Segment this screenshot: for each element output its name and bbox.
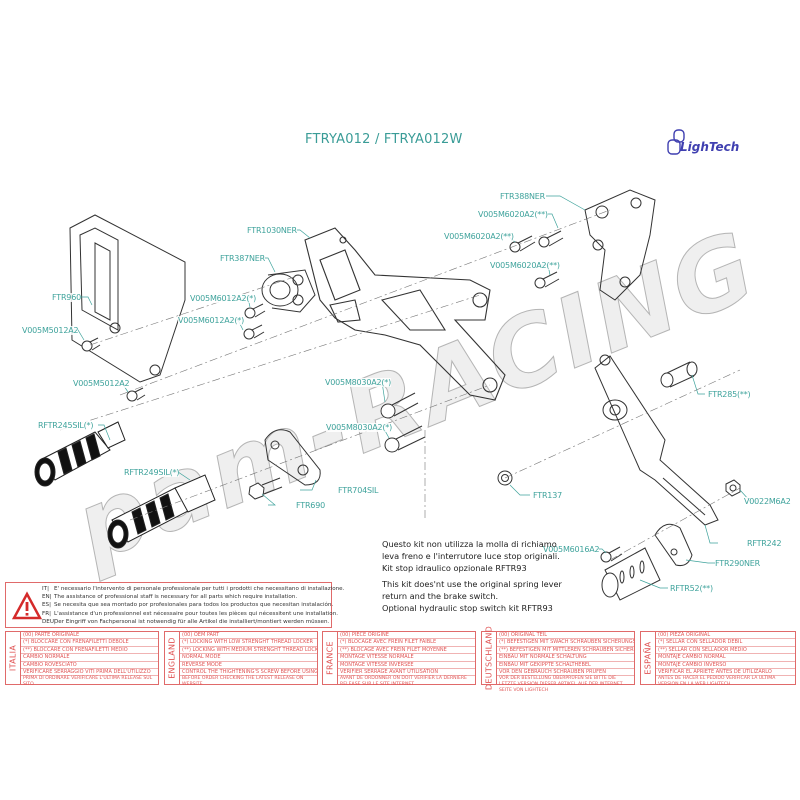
label-ftr1030ner: FTR1030NER — [247, 226, 297, 235]
nut-icon — [725, 479, 741, 497]
screw-icon — [244, 303, 266, 319]
warning-line: IT|E' necessario l'intervento di persona… — [42, 586, 345, 592]
label-ftr285: FTR285(**) — [708, 390, 751, 399]
label-rftr52: RFTR52(**) — [670, 584, 713, 593]
warning-line: EN|The assistance of professional staff … — [42, 594, 298, 601]
note-line: Questo kit non utilizza la molla di rich… — [382, 539, 557, 549]
screw-icon — [384, 425, 426, 453]
warning-triangle-icon — [12, 591, 42, 620]
label-ftr690: FTR690 — [296, 501, 325, 510]
part-ftr1030ner — [304, 227, 506, 401]
label-v005m8030a2: V005M8030A2(*) — [326, 423, 393, 432]
label-v005m8030a2: V005M8030A2(*) — [325, 378, 392, 387]
legend-england: ENGLAND (00) OEM PART (*) LOCKING WITH L… — [164, 631, 318, 687]
label-rftr249sil: RFTR249SIL(*) — [124, 468, 180, 477]
pin-icon — [660, 361, 698, 388]
screw-icon — [126, 387, 146, 402]
part-rftr249sil — [107, 474, 216, 549]
legend-italia: ITALIA (00) PARTE ORIGINALE (*) BLOCCARE… — [5, 631, 159, 687]
bolt-icon — [248, 477, 283, 500]
label-ftr290ner: FTR290NER — [715, 559, 760, 568]
leader-lines — [72, 195, 757, 589]
screw-icon — [81, 337, 101, 352]
label-v005m6020a2: V005M6020A2(**) — [478, 210, 548, 219]
screw-icon — [534, 271, 560, 289]
legend-espana: ESPAÑA (00) PIEZA ORIGINAL (*) SELLAR CO… — [640, 631, 796, 687]
note-line: Kit stop idraulico opzionale RFTR93 — [382, 563, 527, 573]
label-rftr245sil: RFTR245SIL(*) — [38, 421, 94, 430]
label-v005m6012a2: V005M6012A2(*) — [190, 294, 257, 303]
note-english: This kit does'nt use the original spring… — [382, 578, 562, 614]
warning-text: IT|E' necessario l'intervento di persona… — [42, 585, 344, 626]
label-v005m6016a2: V005M6016A2 — [543, 545, 600, 554]
part-rftr52 — [601, 547, 661, 601]
brand-logo-text: LighTech — [680, 140, 740, 154]
part-ftr290ner — [654, 523, 693, 566]
lightech-logo-icon — [667, 129, 685, 155]
legend-france: FRANCE (00) PIECE ORIGINE (*) BLOCAGE AV… — [322, 631, 476, 687]
label-v005m5012a2: V005M5012A2 — [73, 379, 130, 388]
screw-icon — [538, 230, 564, 248]
screw-icon — [600, 546, 623, 563]
legend-deutschland: DEUTSCHLAND (00) ORIGINAL TEIL (*) BEFES… — [481, 626, 635, 693]
screw-icon — [243, 324, 265, 340]
label-v005m6012a2: V005M6012A2(*) — [178, 316, 245, 325]
part-rftr245sil — [34, 421, 126, 487]
part-ftr387ner — [261, 269, 316, 313]
label-ftr388ner: FTR388NER — [500, 192, 545, 201]
screws — [81, 230, 741, 563]
installation-warning-box: IT|E' necessario l'intervento di persona… — [5, 582, 344, 628]
label-ftr704sil: FTR704SIL — [338, 486, 379, 495]
part-rftr242 — [594, 354, 719, 526]
label-v005m5012a2: V005M5012A2 — [22, 326, 79, 335]
note-line: return and the brake switch. — [382, 591, 499, 601]
part-ftr388ner — [584, 189, 656, 301]
part-ftr704sil — [264, 429, 321, 486]
note-italian: Questo kit non utilizza la molla di rich… — [382, 538, 560, 574]
assembly-axis-lines — [59, 209, 741, 561]
screw-icon — [380, 392, 419, 419]
diagram-title: FTRYA012 / FTRYA012W — [305, 132, 463, 147]
note-line: This kit does'nt use the original spring… — [382, 579, 562, 589]
warning-line: ES|Se necesita que sea montado por profe… — [42, 602, 334, 609]
note-line: leva freno e l'interrutore luce stop ori… — [382, 551, 560, 561]
label-v005m6020a2: V005M6020A2(**) — [444, 232, 514, 241]
label-ftr137: FTR137 — [533, 491, 562, 500]
label-v0022m6a2: V0022M6A2 — [744, 497, 791, 506]
label-ftr387ner: FTR387NER — [220, 254, 265, 263]
label-ftr960: FTR960 — [52, 293, 81, 302]
note-line: Optional hydraulic stop switch kit RFTR9… — [382, 603, 553, 613]
warning-line: DEU|Der Eingriff von Fachpersonal ist no… — [42, 618, 330, 625]
label-v005m6020a2: V005M6020A2(**) — [490, 261, 560, 270]
warning-line: FR|L'assistance d'un professionnel est n… — [42, 610, 339, 617]
label-rftr242: RFTR242 — [747, 539, 782, 548]
part-ftr960 — [69, 214, 186, 383]
